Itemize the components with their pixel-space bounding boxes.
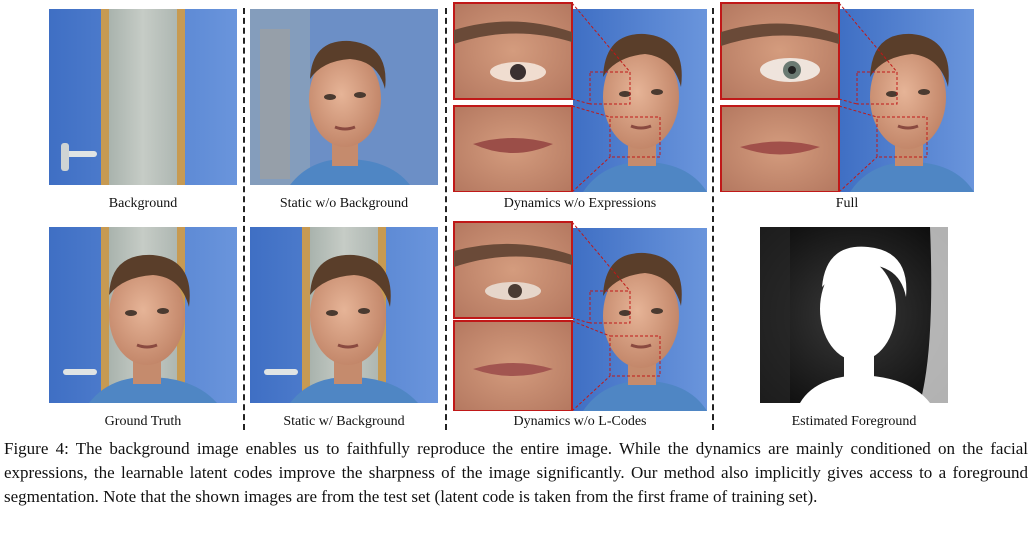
image-static-wo-background [250,9,438,185]
label-estimated-foreground: Estimated Foreground [791,414,917,429]
figure: Background Static w/o Background [49,2,974,430]
image-background [49,9,237,185]
label-ground-truth: Ground Truth [104,414,182,429]
label-background: Background [108,196,178,211]
image-static-w-background [250,227,438,403]
label-static-wo-background: Static w/o Background [279,196,409,211]
image-dynamics-wo-expressions [453,2,707,192]
image-dynamics-wo-lcodes [453,221,707,411]
label-dynamics-wo-expressions: Dynamics w/o Expressions [503,196,657,211]
label-full: Full [835,196,859,211]
image-full [720,2,974,192]
caption-text: Figure 4: The background image enables u… [4,439,1028,506]
separator-1 [243,8,245,430]
separator-3 [712,8,714,430]
label-static-w-background: Static w/ Background [283,414,405,429]
label-dynamics-wo-lcodes: Dynamics w/o L-Codes [513,414,647,429]
image-estimated-foreground [760,227,948,403]
image-ground-truth [49,227,237,403]
separator-2 [445,8,447,430]
figure-caption: Figure 4: The background image enables u… [4,437,1028,509]
